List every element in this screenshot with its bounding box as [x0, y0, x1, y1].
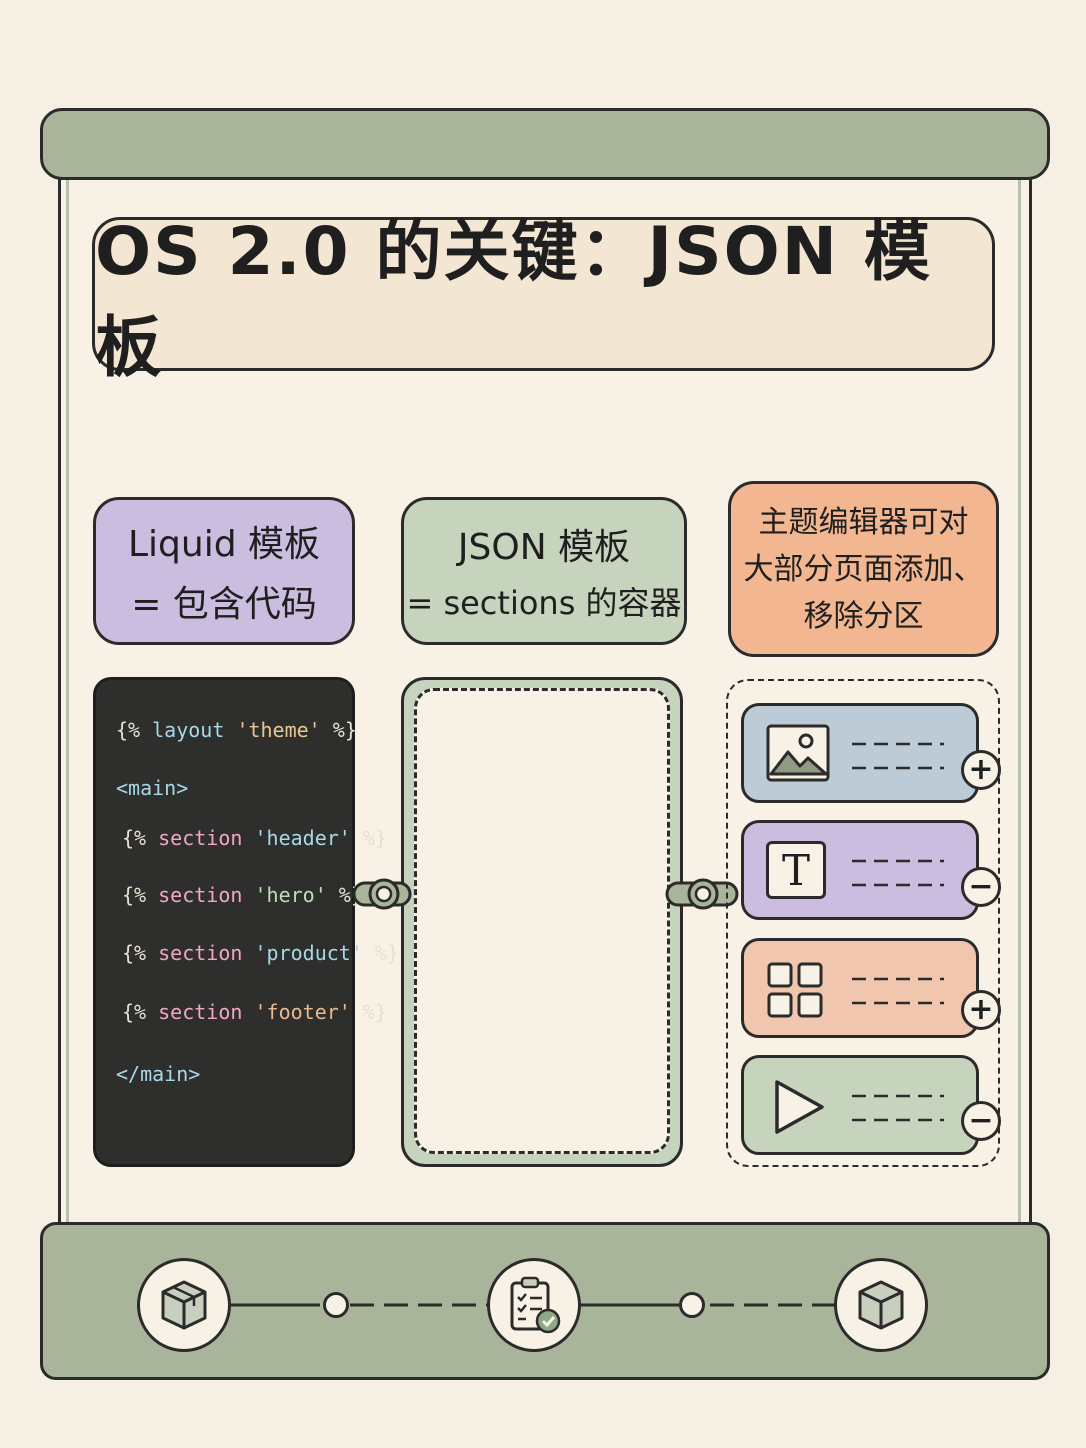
- title-banner: OS 2.0 的关键：JSON 模板: [92, 213, 995, 386]
- code-string: 'footer': [254, 1000, 351, 1024]
- box-icon: [858, 1280, 904, 1330]
- workflow-dot: [679, 1292, 705, 1318]
- code-line-layout: {% layout 'theme' %}: [116, 718, 357, 742]
- code-delim: {%: [122, 883, 147, 907]
- code-line-section-hero: {% section 'hero' %}: [122, 883, 363, 907]
- liquid-code-panel: {% layout 'theme' %} <main> {% section '…: [93, 677, 399, 1167]
- code-string: 'product': [254, 941, 363, 965]
- scroll-rod-top: [40, 108, 1050, 180]
- add-section-button[interactable]: +: [961, 750, 1001, 790]
- code-string: 'hero': [254, 883, 327, 907]
- sections-list: [726, 679, 1000, 1167]
- remove-section-button[interactable]: −: [961, 1101, 1001, 1141]
- code-line-section-footer: {% section 'footer' %}: [122, 1000, 387, 1024]
- code-keyword: layout: [152, 718, 225, 742]
- code-keyword: section: [158, 941, 243, 965]
- code-string: 'theme': [236, 718, 321, 742]
- code-delim: %}: [362, 1000, 387, 1024]
- liquid-label-line1: Liquid 模板: [127, 524, 321, 565]
- section-card-video[interactable]: [741, 1055, 979, 1155]
- text-placeholder-lines: [852, 742, 944, 770]
- code-keyword: section: [158, 1000, 243, 1024]
- code-delim: %}: [374, 941, 399, 965]
- play-icon: [775, 1080, 824, 1134]
- section-card-grid[interactable]: [741, 938, 979, 1038]
- code-line-main-close: </main>: [116, 1062, 201, 1086]
- code-delim: %}: [332, 718, 357, 742]
- editor-label-line3: 移除分区: [803, 598, 924, 634]
- editor-label-line1: 主题编辑器可对: [758, 504, 969, 540]
- page-title: OS 2.0 的关键：JSON 模板: [95, 213, 932, 386]
- code-line-section-header: {% section 'header' %}: [122, 826, 387, 850]
- json-label-line2: = sections 的容器: [406, 584, 682, 622]
- code-delim: {%: [122, 1000, 147, 1024]
- sheet-edge-left: [66, 180, 69, 1226]
- text-placeholder-lines: [852, 1094, 944, 1122]
- text-placeholder-lines: [852, 977, 944, 1005]
- code-line-main-open: <main>: [116, 776, 189, 800]
- workflow-node-review: [487, 1258, 581, 1352]
- code-delim: {%: [122, 941, 147, 965]
- liquid-label-line2: = 包含代码: [131, 584, 317, 625]
- code-delim: {%: [116, 718, 141, 742]
- remove-section-button[interactable]: −: [961, 867, 1001, 907]
- text-placeholder-lines: [852, 859, 944, 887]
- image-icon: [766, 724, 830, 782]
- liquid-template-label: Liquid 模板 = 包含代码: [93, 497, 355, 645]
- connector-json-sections: [665, 878, 739, 910]
- theme-editor-label: 主题编辑器可对 大部分页面添加、 移除分区: [728, 481, 999, 657]
- connector-liquid-json: [352, 878, 412, 910]
- workflow-dot: [323, 1292, 349, 1318]
- box-icon: [161, 1280, 207, 1330]
- section-card-text[interactable]: T: [741, 820, 979, 920]
- text-icon: T: [766, 841, 826, 899]
- section-card-image[interactable]: [741, 703, 979, 803]
- json-sections-slot: [414, 688, 670, 1154]
- add-section-button[interactable]: +: [961, 990, 1001, 1030]
- json-label-line1: JSON 模板: [457, 527, 631, 568]
- json-template-label: JSON 模板 = sections 的容器: [401, 497, 687, 645]
- workflow-node-start: [137, 1258, 231, 1352]
- sheet-edge-right: [1018, 180, 1021, 1226]
- workflow-node-end: [834, 1258, 928, 1352]
- grid-icon: [767, 962, 823, 1018]
- code-string: 'header': [254, 826, 351, 850]
- code-delim: {%: [122, 826, 147, 850]
- code-delim: %}: [362, 826, 387, 850]
- code-keyword: section: [158, 883, 243, 907]
- clipboard-check-icon: [510, 1276, 561, 1334]
- editor-label-line2: 大部分页面添加、: [743, 551, 984, 587]
- code-keyword: section: [158, 826, 243, 850]
- code-line-section-product: {% section 'product' %}: [122, 941, 399, 965]
